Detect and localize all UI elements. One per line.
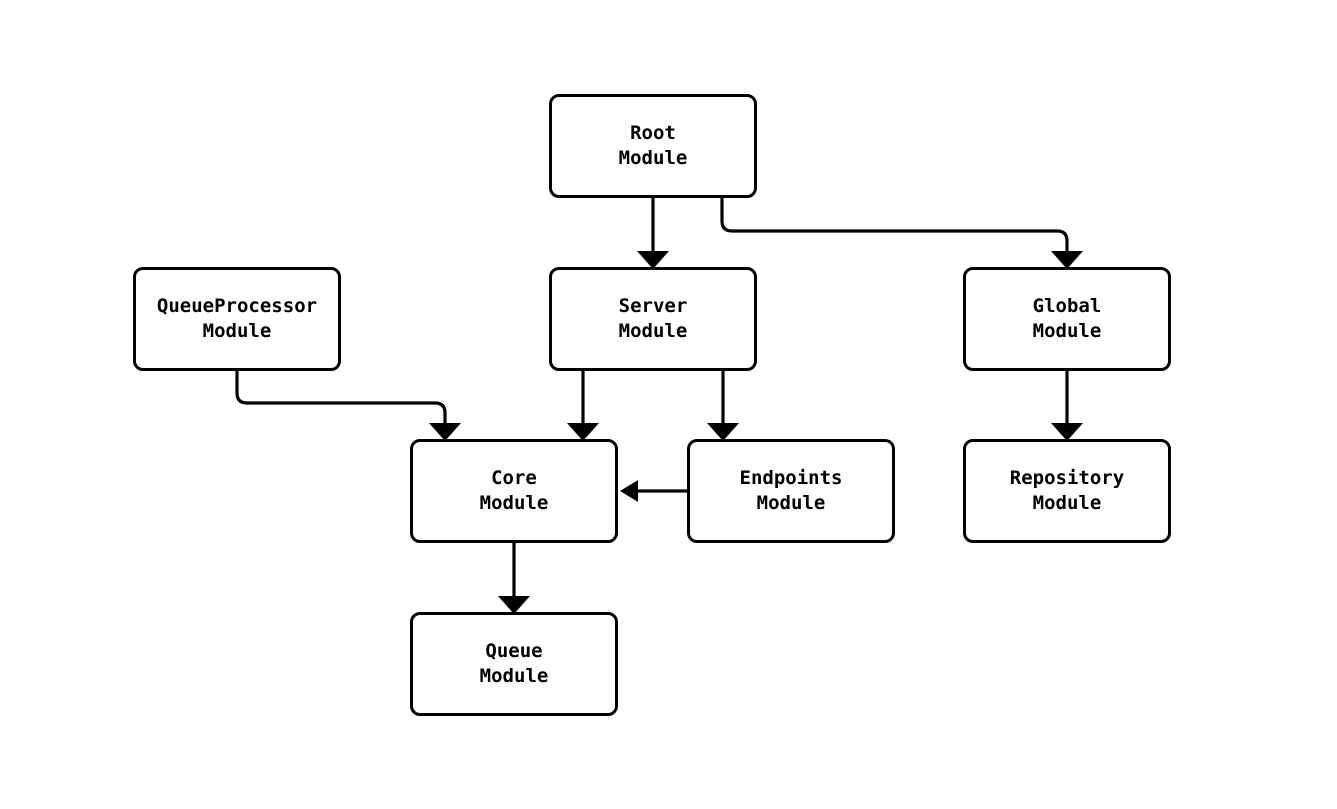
node-global-module: Global Module xyxy=(963,267,1171,371)
edge-root-to-global xyxy=(720,196,1069,253)
node-label-line: Queue xyxy=(485,640,543,662)
node-label-line: Global xyxy=(1032,295,1102,317)
node-queueprocessor-module: QueueProcessor Module xyxy=(133,267,341,371)
arrowhead-queueprocessor-to-core xyxy=(429,423,461,441)
edge-queueprocessor-to-core xyxy=(235,369,447,425)
node-label-line: Core xyxy=(491,467,537,489)
node-root-module: Root Module xyxy=(549,94,757,198)
arrowhead-core-to-queue xyxy=(498,596,530,614)
arrowhead-root-to-global xyxy=(1051,251,1083,269)
arrowhead-server-to-endpoints xyxy=(707,423,739,441)
node-label-line: Module xyxy=(618,147,688,169)
node-label-line: QueueProcessor xyxy=(156,295,318,317)
node-repository-module: Repository Module xyxy=(963,439,1171,543)
node-label-line: Module xyxy=(618,320,688,342)
node-endpoints-module: Endpoints Module xyxy=(687,439,895,543)
arrowhead-endpoints-to-core xyxy=(620,480,638,502)
node-label-line: Repository xyxy=(1009,467,1125,489)
node-label-line: Module xyxy=(479,492,549,514)
node-label-line: Server xyxy=(618,295,688,317)
node-label-line: Module xyxy=(756,492,826,514)
node-label-line: Root xyxy=(630,122,676,144)
node-core-module: Core Module xyxy=(410,439,618,543)
node-queue-module: Queue Module xyxy=(410,612,618,716)
arrowhead-global-to-repository xyxy=(1051,423,1083,441)
node-label-line: Module xyxy=(1032,320,1102,342)
node-label-line: Module xyxy=(1032,492,1102,514)
node-label-line: Module xyxy=(202,320,272,342)
node-label-line: Endpoints xyxy=(739,467,843,489)
arrowhead-server-to-core xyxy=(567,423,599,441)
node-server-module: Server Module xyxy=(549,267,757,371)
arrowhead-root-to-server xyxy=(637,251,669,269)
node-label-line: Module xyxy=(479,665,549,687)
